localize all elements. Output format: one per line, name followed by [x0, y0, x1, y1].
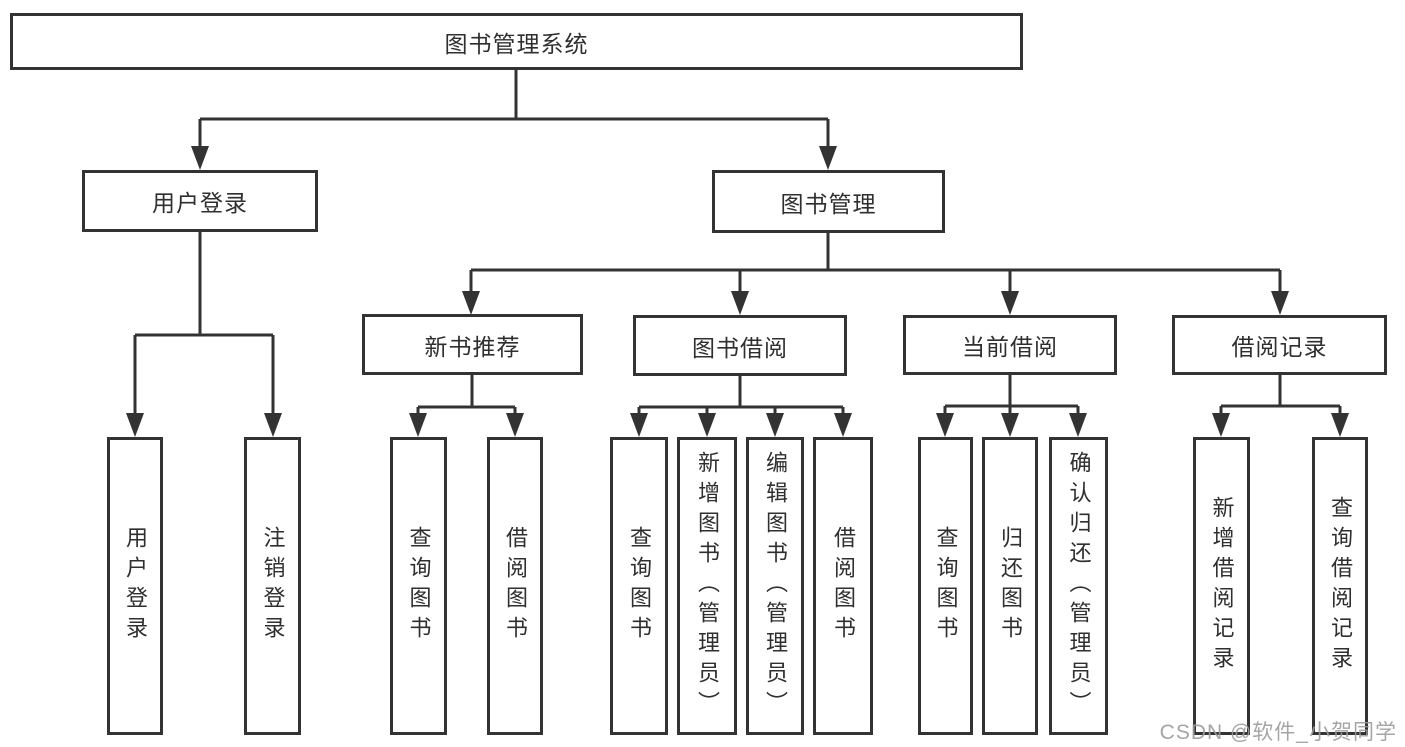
branch-recommend [409, 375, 524, 437]
arrow-down-icon [264, 413, 282, 437]
arrow-down-icon [1001, 413, 1019, 437]
node-label: 借阅图书 [503, 526, 528, 646]
node-label: 用户登录 [123, 526, 148, 646]
node-return-book: 归还图书 [982, 437, 1038, 735]
node-label: 归还图书 [998, 526, 1023, 646]
node-label: 编辑图书（管理员） [763, 451, 788, 721]
node-add-book-admin: 新增图书（管理员） [677, 437, 737, 735]
node-label: 借阅图书 [831, 526, 856, 646]
branch-root-to-level2 [191, 70, 837, 170]
arrow-down-icon [1212, 413, 1230, 437]
node-label: 查询图书 [627, 526, 652, 646]
node-label: 借阅记录 [1231, 334, 1328, 360]
node-label: 图书管理系统 [444, 30, 589, 57]
node-label: 图书借阅 [692, 334, 788, 361]
node-label: 新增图书（管理员） [695, 451, 720, 721]
node-current-borrow: 当前借阅 [903, 315, 1117, 375]
arrow-down-icon [819, 146, 837, 170]
node-label: 查询图书 [406, 526, 432, 646]
node-user-login-action: 用户登录 [107, 437, 163, 735]
node-query-borrow-record: 查询借阅记录 [1312, 437, 1368, 735]
node-label: 新增借阅记录 [1209, 496, 1235, 676]
node-query-book-borrow: 查询图书 [610, 437, 668, 735]
arrow-down-icon [1331, 413, 1349, 437]
arrow-down-icon [1069, 413, 1087, 437]
node-new-book-recommend: 新书推荐 [362, 314, 583, 375]
node-label: 用户登录 [152, 190, 248, 216]
node-label: 查询借阅记录 [1328, 496, 1353, 676]
branch-borrow-record [1212, 375, 1349, 437]
node-label: 查询图书 [933, 526, 959, 646]
arrow-down-icon [766, 413, 784, 437]
arrow-down-icon [1001, 291, 1019, 315]
node-root-library-system: 图书管理系统 [10, 13, 1023, 70]
node-label: 当前借阅 [962, 334, 1058, 360]
node-label: 图书管理 [780, 190, 877, 217]
node-add-borrow-record: 新增借阅记录 [1193, 437, 1250, 735]
arrow-down-icon [698, 413, 716, 437]
arrow-down-icon [126, 413, 144, 437]
arrow-down-icon [630, 413, 648, 437]
node-label: 注销登录 [260, 526, 286, 646]
node-label: 新书推荐 [424, 333, 521, 360]
arrow-down-icon [506, 413, 524, 437]
arrow-down-icon [409, 413, 427, 437]
node-query-book-recommend: 查询图书 [390, 437, 447, 735]
node-logout-action: 注销登录 [244, 437, 301, 735]
csdn-watermark: CSDN @软件_小贺同学 [1159, 721, 1397, 744]
node-book-borrow: 图书借阅 [633, 315, 847, 376]
node-borrow-book-recommend: 借阅图书 [487, 437, 543, 735]
node-borrow-record: 借阅记录 [1172, 315, 1387, 375]
node-borrow-book-action: 借阅图书 [813, 437, 873, 735]
branch-user-login [126, 232, 282, 437]
arrow-down-icon [731, 291, 749, 315]
node-query-book-current: 查询图书 [918, 437, 973, 735]
branch-current-borrow [936, 375, 1087, 437]
node-user-login-module: 用户登录 [82, 170, 318, 232]
arrow-down-icon [462, 291, 480, 315]
node-edit-book-admin: 编辑图书（管理员） [746, 437, 804, 735]
node-confirm-return-admin: 确认归还（管理员） [1049, 437, 1108, 735]
node-book-management-module: 图书管理 [712, 170, 945, 233]
arrow-down-icon [936, 413, 954, 437]
branch-book-mgmt-to-level3 [462, 233, 1289, 315]
arrow-down-icon [1271, 291, 1289, 315]
arrow-down-icon [191, 146, 209, 170]
branch-book-borrow [630, 376, 852, 437]
arrow-down-icon [834, 413, 852, 437]
node-label: 确认归还（管理员） [1066, 451, 1092, 721]
